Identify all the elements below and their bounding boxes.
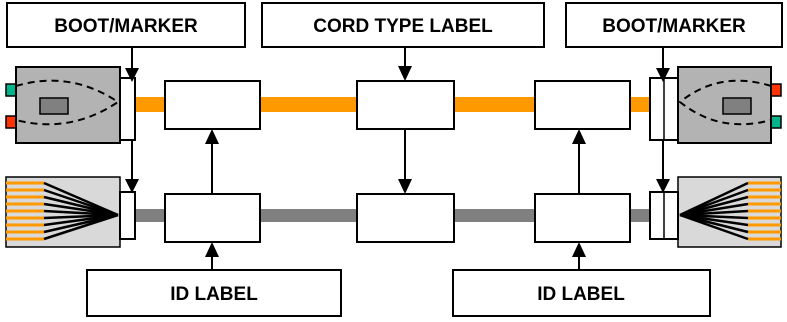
id-label-callout-left	[86, 269, 342, 317]
id-label-box	[164, 80, 261, 130]
id-label-box	[534, 193, 631, 243]
boot-marker-callout-left	[6, 2, 246, 48]
duplex-connector-icon	[5, 66, 136, 144]
cord-type-callout	[261, 2, 545, 48]
cord-type-label-box	[356, 80, 455, 130]
cord-type-label-box	[356, 193, 455, 243]
id-label-box	[164, 193, 261, 243]
mpo-fanout-connector-icon	[5, 176, 136, 248]
duplex-connector-icon	[649, 66, 782, 144]
id-label-box	[534, 80, 631, 130]
boot-marker-callout-right	[565, 2, 783, 48]
cord-type-label-text: CORD TYPE LABEL	[313, 16, 493, 37]
id-label-callout-right	[452, 269, 711, 317]
boot-marker-label-left: BOOT/MARKER	[54, 16, 198, 37]
arrow-heads	[125, 66, 670, 257]
id-label-text-right: ID LABEL	[537, 284, 625, 305]
mpo-fanout-connector-icon	[649, 176, 782, 248]
id-label-text-left: ID LABEL	[170, 284, 258, 305]
boot-marker-label-right: BOOT/MARKER	[602, 16, 746, 37]
